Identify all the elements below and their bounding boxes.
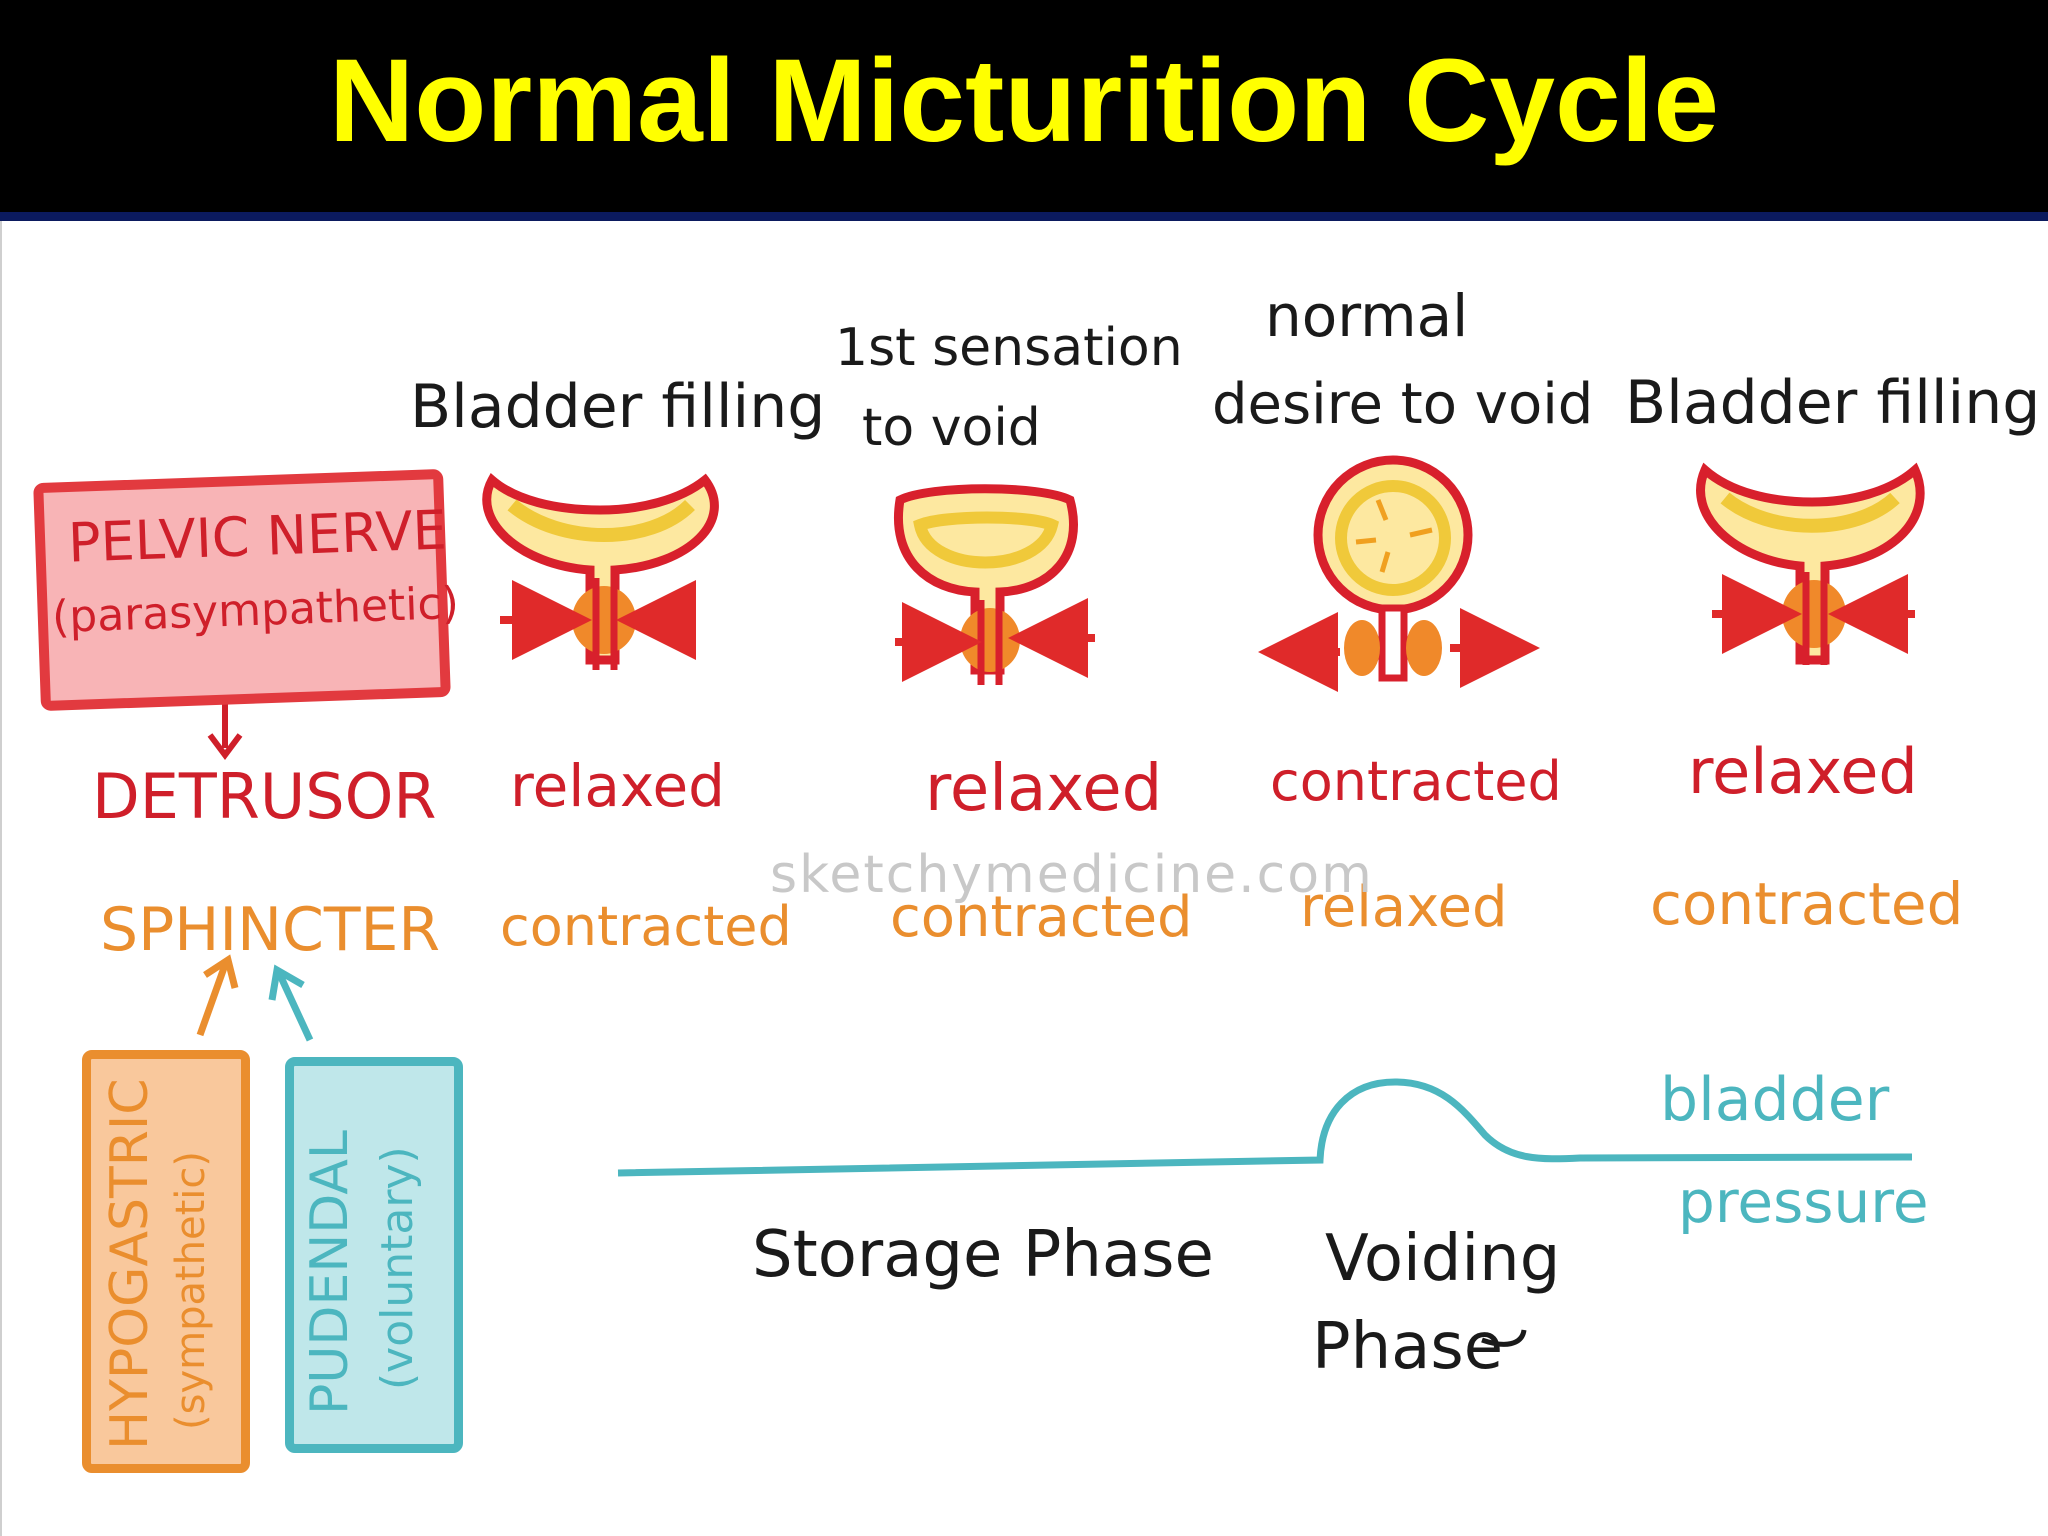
- bladder-pressure-line: [617, 1078, 1913, 1177]
- detrusor-label: DETRUSOR: [92, 760, 437, 833]
- bladder-sensation-icon: [894, 484, 1095, 685]
- stage-1-sphincter-state: contracted: [500, 895, 792, 958]
- page-title: Normal Micturition Cycle: [328, 35, 1719, 167]
- bladder-filling-icon: [482, 472, 719, 670]
- stage-2-heading: 1st sensation: [835, 318, 1183, 378]
- stage-3-detrusor-state: contracted: [1270, 750, 1562, 813]
- stage-2-sphincter-state: contracted: [890, 885, 1193, 950]
- stage-4-sphincter-state: contracted: [1650, 870, 1964, 938]
- pudendal-nerve-box: [285, 1057, 463, 1453]
- arrow-pudendal-to-sphincter: [268, 964, 314, 1042]
- stage-4-heading: Bladder filling: [1625, 368, 2041, 438]
- pudendal-sublabel: (voluntary): [372, 1146, 423, 1390]
- stage-4-detrusor-state: relaxed: [1688, 735, 1918, 808]
- stage-3-subheading: desire to void: [1212, 372, 1594, 437]
- pelvic-nerve-label: PELVIC NERVE: [67, 498, 448, 575]
- stage-3-heading: normal: [1265, 282, 1469, 350]
- sphincter-label: SPHINCTER: [100, 895, 441, 965]
- voiding-phase-pointer: [1481, 1329, 1527, 1347]
- watermark: sketchymedicine.com: [770, 845, 1374, 905]
- title-underline: [0, 212, 2048, 221]
- arrow-hypogastric-to-sphincter: [196, 954, 239, 1037]
- stage-1-detrusor-state: relaxed: [510, 752, 725, 820]
- hypogastric-label: HYPOGASTRIC: [100, 1078, 160, 1450]
- bladder-filling-icon-2: [1696, 462, 1925, 665]
- bladder-contracting-icon: [1258, 455, 1540, 692]
- bladder-pressure-label: bladder: [1660, 1065, 1890, 1135]
- bladder-pressure-sublabel: pressure: [1678, 1168, 1929, 1236]
- stage-3-sphincter-state: relaxed: [1300, 875, 1508, 940]
- hypogastric-sublabel: (sympathetic): [168, 1150, 214, 1430]
- stage-2-subheading: to void: [862, 398, 1041, 458]
- slide-left-edge: [0, 221, 2, 1536]
- title-bar: [0, 0, 2048, 212]
- pudendal-label: PUDENDAL: [300, 1130, 360, 1415]
- hypogastric-nerve-box: [82, 1050, 250, 1473]
- stage-2-detrusor-state: relaxed: [925, 752, 1163, 826]
- stage-1-heading: Bladder filling: [410, 372, 826, 442]
- voiding-phase-sublabel: Phase: [1312, 1310, 1504, 1384]
- storage-phase-label: Storage Phase: [752, 1218, 1214, 1292]
- voiding-phase-label: Voiding: [1325, 1222, 1561, 1296]
